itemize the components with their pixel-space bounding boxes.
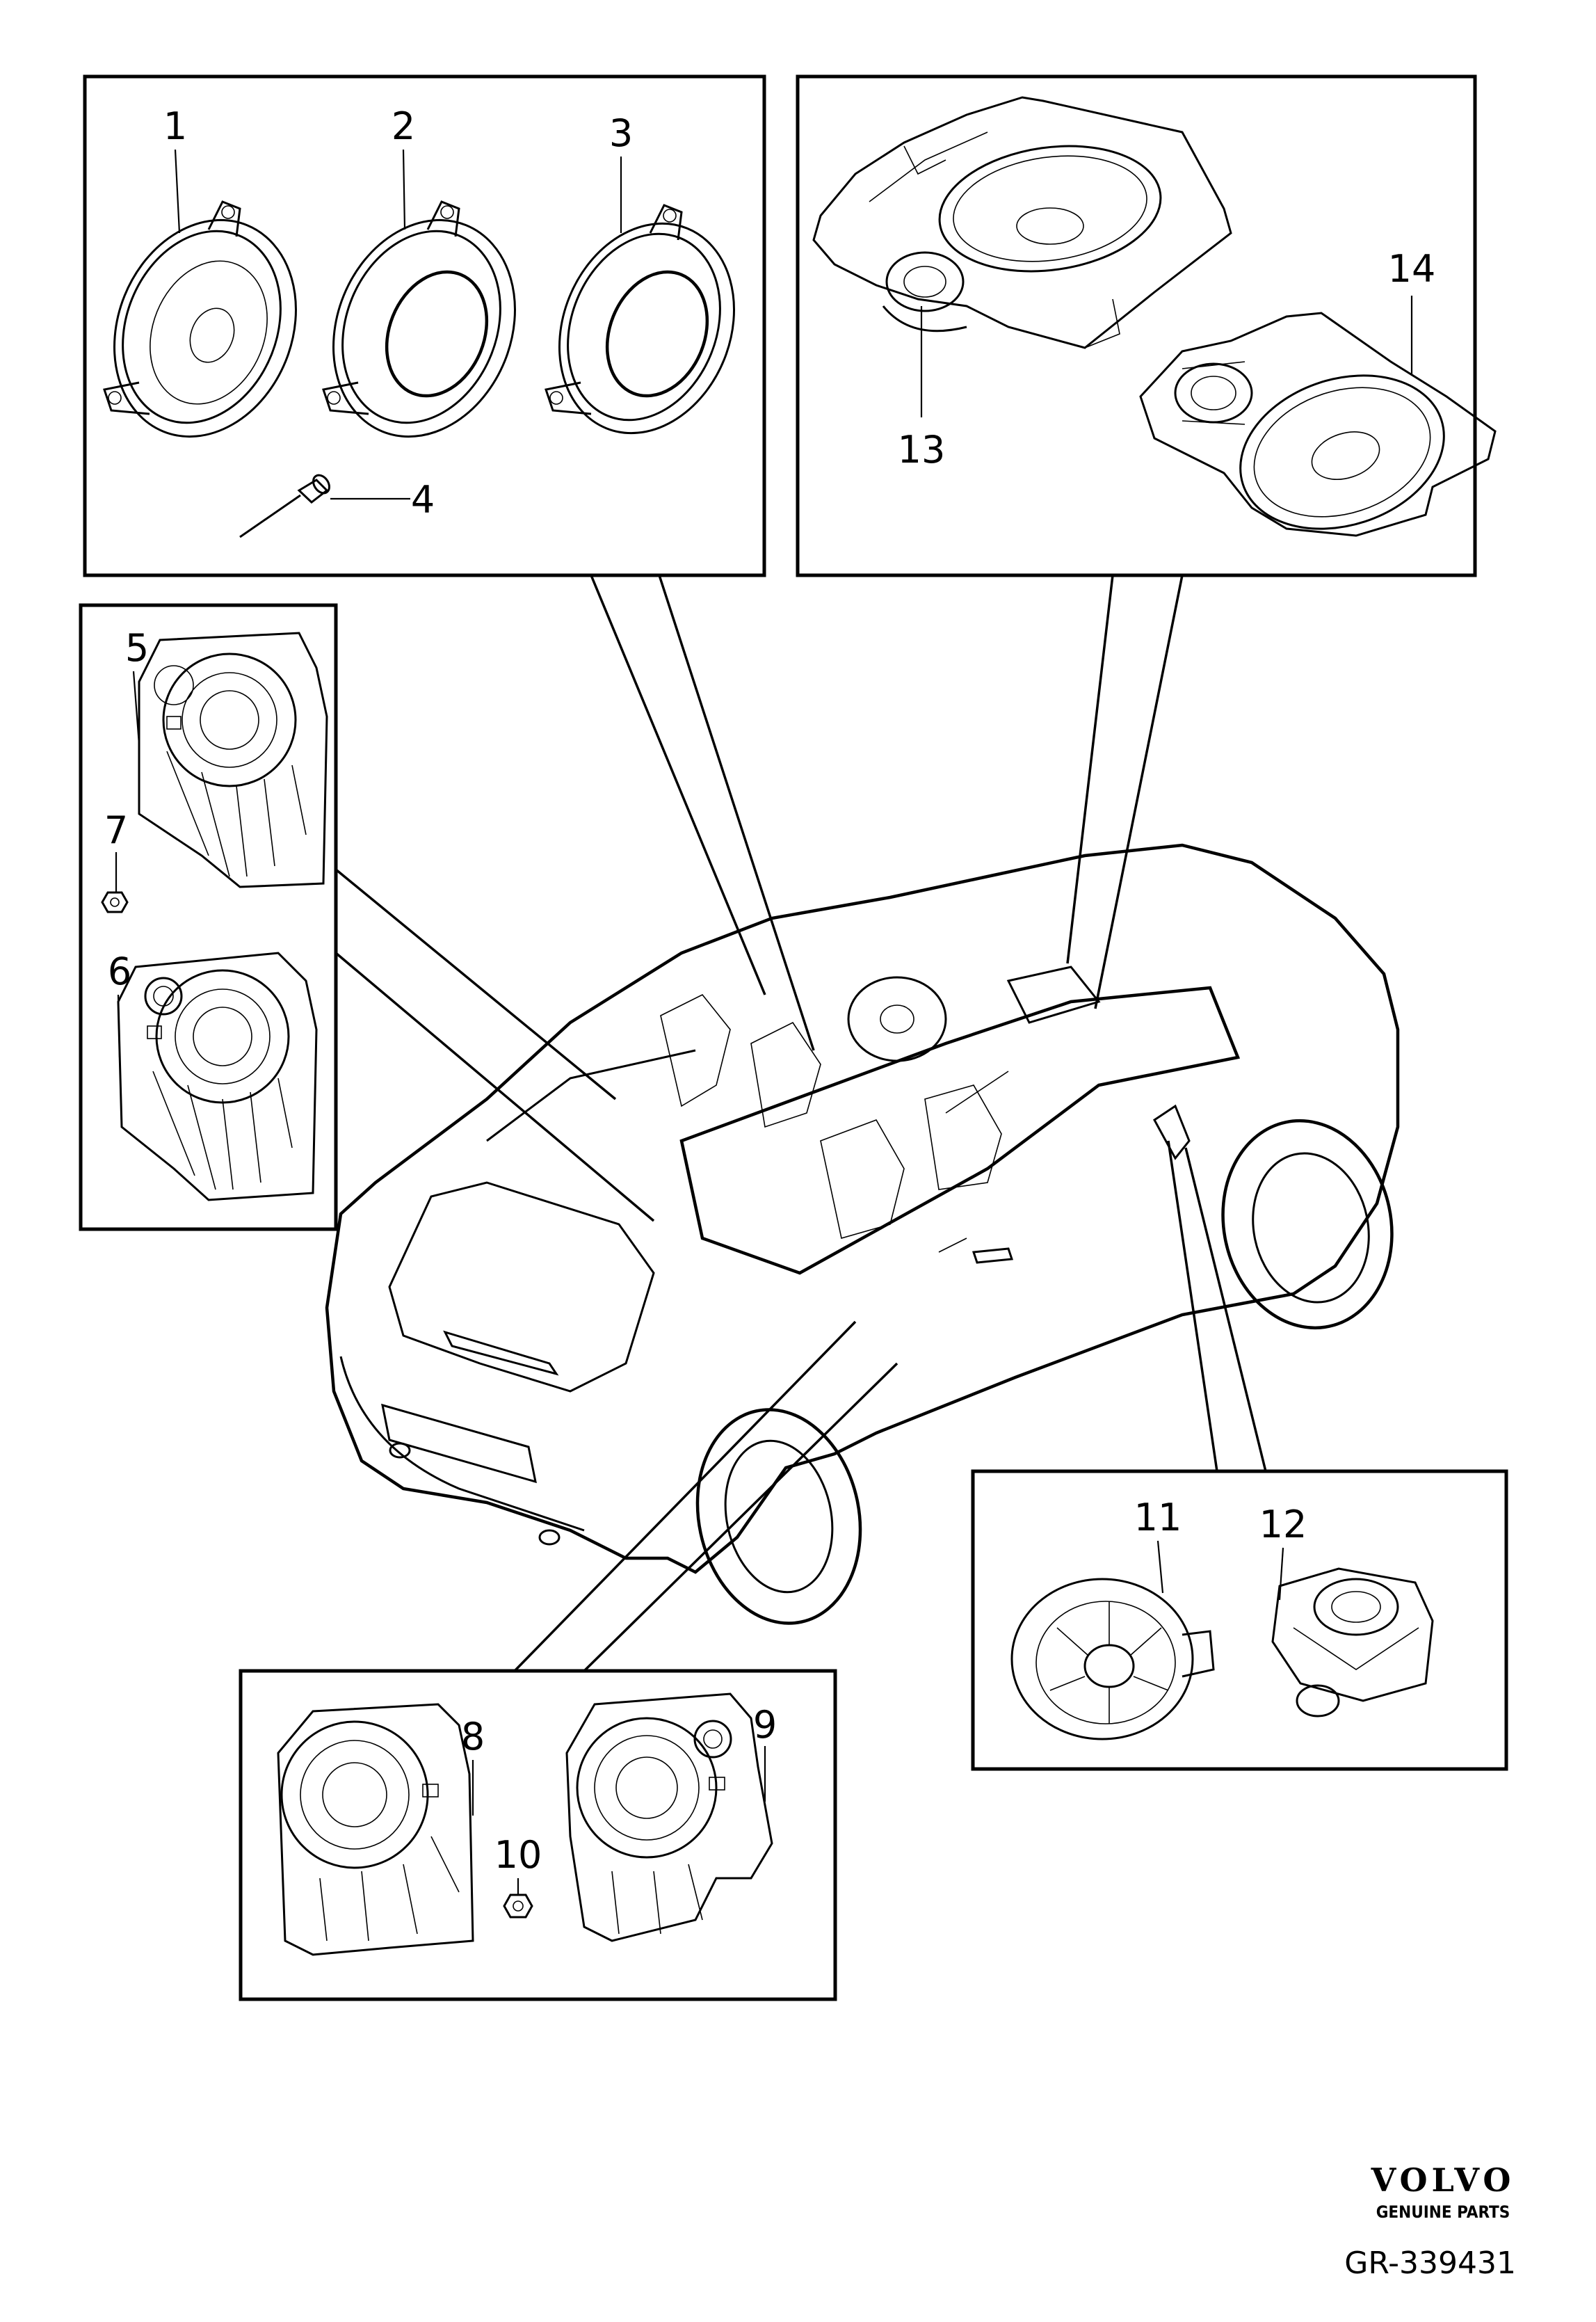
tweeter-part-12 (1271, 1567, 1434, 1718)
brand-logo: VOLVO (1371, 2161, 1515, 2199)
front-door-speaker-group (103, 149, 736, 538)
brand-tagline: GENUINE PARTS (1376, 2202, 1510, 2222)
callout-8: 8 (461, 1715, 485, 1759)
speaker-part-2 (322, 200, 516, 438)
callout-14: 14 (1388, 247, 1436, 291)
callout-11: 11 (1134, 1496, 1182, 1539)
panel-door-speakers (239, 1669, 837, 2001)
panel-front-door-speakers (83, 74, 766, 577)
callout-13: 13 (898, 428, 946, 472)
nut-part-7 (101, 891, 129, 913)
speaker-part-3 (545, 204, 736, 435)
rivet-part-4 (239, 474, 330, 538)
rear-speaker-part-5 (138, 632, 328, 888)
callout-3: 3 (609, 111, 633, 155)
door-speaker-part-9 (565, 1692, 773, 1942)
dashboard-speaker-group (812, 96, 1497, 537)
panel-rear-side-speakers (79, 603, 338, 1231)
speaker-part-1 (103, 200, 297, 438)
callout-12: 12 (1259, 1503, 1307, 1546)
callout-1: 1 (163, 104, 187, 148)
pointer-lines (334, 575, 1267, 1672)
callout-4: 4 (411, 478, 435, 522)
rear-speaker-part-6 (117, 952, 318, 1201)
callout-10: 10 (494, 1833, 542, 1877)
tweeter-group (1010, 1540, 1434, 1740)
panel-dashboard-speakers (796, 74, 1477, 577)
diagram-reference-code: GR-339431 (1344, 2245, 1516, 2281)
door-speaker-part-8 (277, 1703, 474, 1956)
rear-side-speaker-group (101, 632, 328, 1201)
car-outline (325, 843, 1400, 1625)
callout-7: 7 (104, 808, 128, 852)
door-speaker-group (277, 1692, 773, 1956)
side-speaker-part-14 (1139, 312, 1497, 537)
callout-2: 2 (392, 104, 415, 148)
nut-part-10 (503, 1893, 533, 1919)
tweeter-part-11 (1010, 1578, 1215, 1740)
callout-5: 5 (125, 626, 149, 670)
center-speaker-part-13 (812, 96, 1232, 349)
callout-9: 9 (753, 1703, 777, 1747)
callout-6: 6 (108, 950, 131, 993)
panel-tweeters (971, 1469, 1508, 1771)
